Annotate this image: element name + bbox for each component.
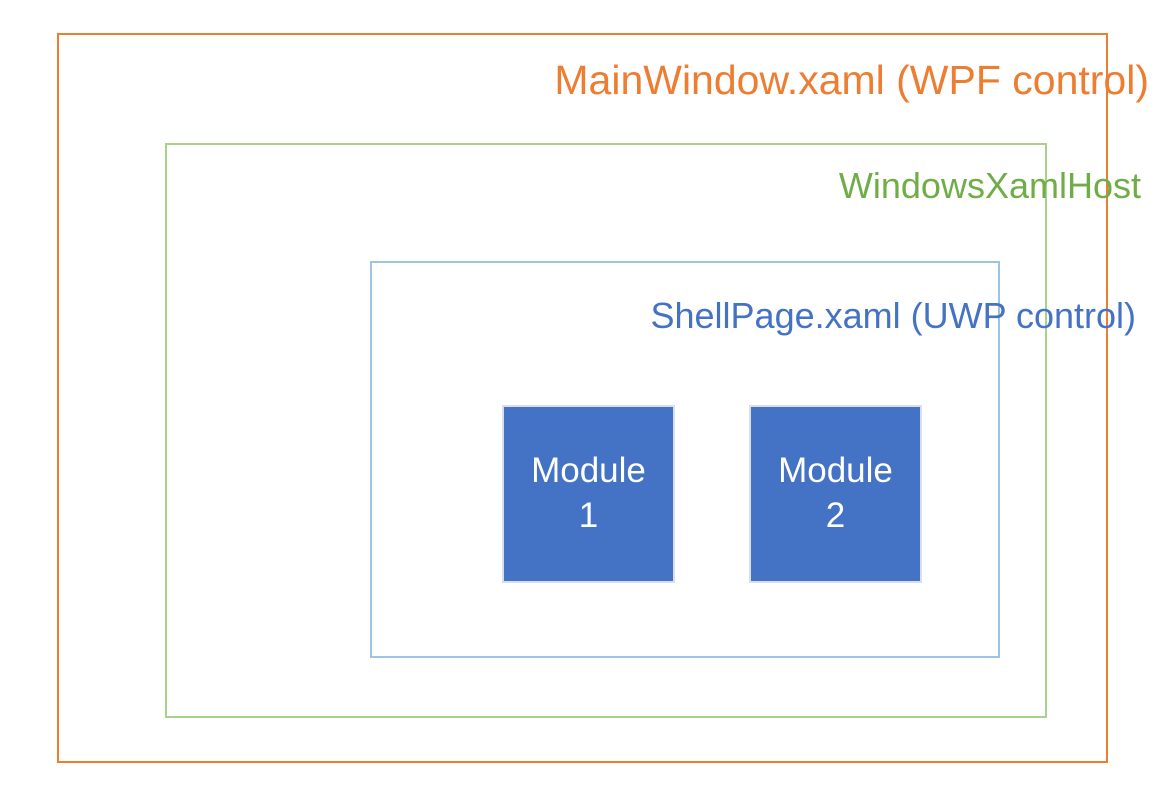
label-windowsxamlhost: WindowsXamlHost (838, 165, 1141, 206)
label-mainwindow-wpf: MainWindow.xaml (WPF control) (554, 57, 1149, 103)
module-tile-2: Module 2 (749, 405, 922, 583)
module-tile-1: Module 1 (502, 405, 675, 583)
container-mainwindow-wpf (57, 33, 1108, 763)
module-tile-1-label: Module 1 (531, 451, 646, 535)
container-windowsxamlhost (165, 143, 1047, 718)
module-tile-2-label: Module 2 (778, 451, 893, 535)
module-row: Module 1 Module 2 (502, 405, 922, 583)
label-shellpage-uwp: ShellPage.xaml (UWP control) (650, 295, 1136, 336)
container-shellpage-uwp (370, 261, 1000, 658)
